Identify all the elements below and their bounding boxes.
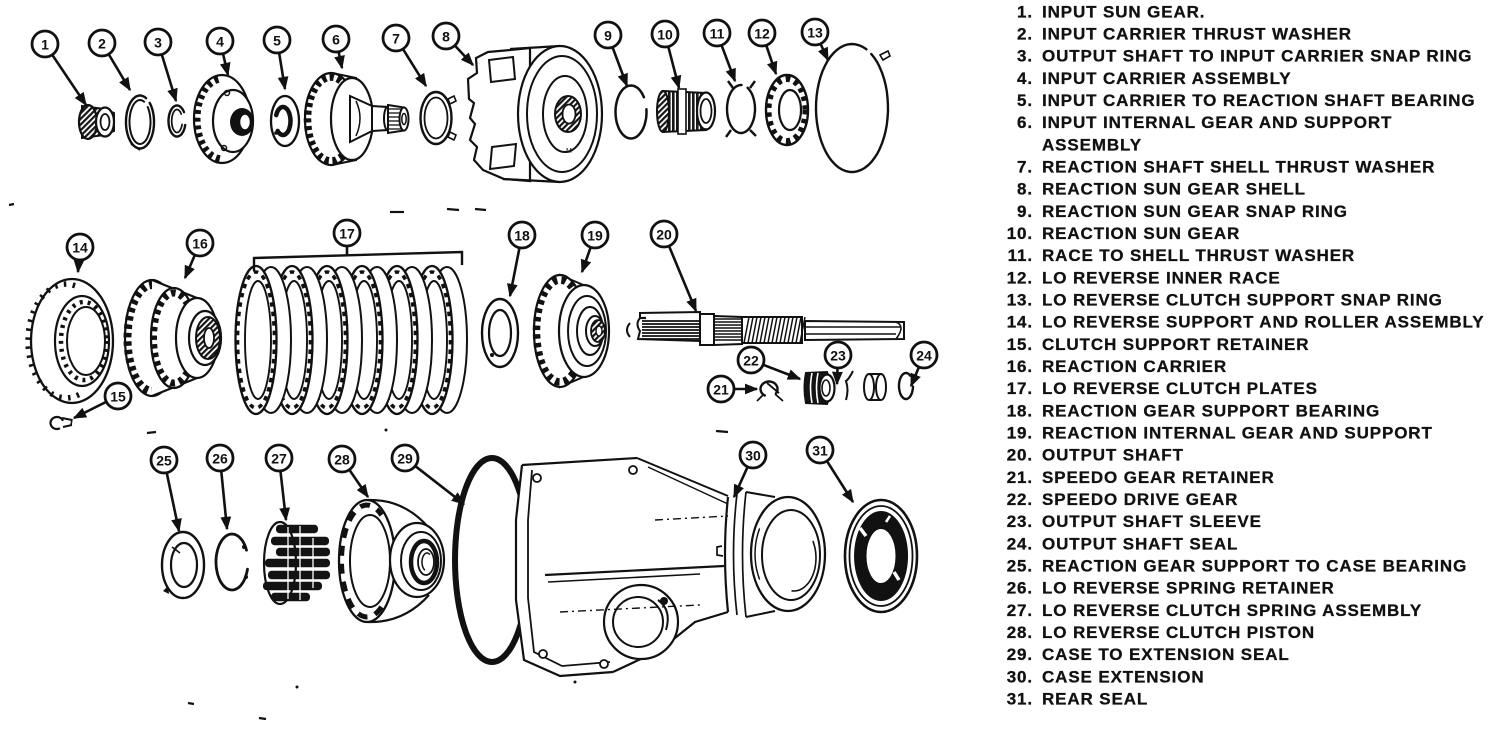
svg-text:2: 2: [98, 36, 106, 52]
svg-text:SPEEDO DRIVE GEAR: SPEEDO DRIVE GEAR: [1042, 490, 1238, 509]
svg-text:28.: 28.: [1007, 623, 1033, 642]
svg-text:18.: 18.: [1007, 401, 1033, 420]
svg-text:LO REVERSE CLUTCH SUPPORT SNAP: LO REVERSE CLUTCH SUPPORT SNAP RING: [1042, 291, 1443, 310]
svg-text:REACTION SHAFT SHELL THRUST WA: REACTION SHAFT SHELL THRUST WASHER: [1042, 158, 1435, 177]
svg-text:14: 14: [72, 240, 88, 256]
svg-text:REACTION SUN GEAR SNAP RING: REACTION SUN GEAR SNAP RING: [1042, 202, 1348, 221]
svg-text:7: 7: [392, 31, 400, 47]
svg-text:16.: 16.: [1007, 357, 1033, 376]
svg-text:INPUT INTERNAL GEAR AND SUPPOR: INPUT INTERNAL GEAR AND SUPPORT: [1042, 113, 1392, 132]
svg-text:REACTION SUN GEAR: REACTION SUN GEAR: [1042, 224, 1240, 243]
svg-text:28: 28: [334, 452, 350, 468]
svg-text:CASE EXTENSION: CASE EXTENSION: [1042, 667, 1205, 686]
svg-text:12: 12: [754, 26, 770, 42]
svg-text:11: 11: [710, 26, 725, 42]
svg-text:12.: 12.: [1007, 268, 1033, 287]
svg-text:5: 5: [273, 33, 281, 49]
svg-text:LO REVERSE CLUTCH PLATES: LO REVERSE CLUTCH PLATES: [1042, 379, 1318, 398]
svg-text:5.: 5.: [1017, 91, 1033, 110]
svg-text:4: 4: [216, 34, 224, 50]
svg-text:30.: 30.: [1007, 667, 1033, 686]
svg-text:29.: 29.: [1007, 645, 1033, 664]
svg-text:4.: 4.: [1017, 69, 1033, 88]
svg-text:REAR SEAL: REAR SEAL: [1042, 690, 1148, 709]
svg-text:REACTION GEAR SUPPORT TO CASE: REACTION GEAR SUPPORT TO CASE BEARING: [1042, 557, 1467, 576]
svg-text:2.: 2.: [1017, 25, 1033, 44]
svg-text:REACTION CARRIER: REACTION CARRIER: [1042, 357, 1227, 376]
svg-text:CASE TO EXTENSION SEAL: CASE TO EXTENSION SEAL: [1042, 645, 1290, 664]
svg-text:OUTPUT SHAFT TO INPUT CARRIER: OUTPUT SHAFT TO INPUT CARRIER SNAP RING: [1042, 47, 1472, 66]
svg-text:1: 1: [41, 37, 49, 53]
svg-text:11.: 11.: [1008, 246, 1033, 265]
svg-text:25: 25: [156, 453, 172, 469]
svg-text:26.: 26.: [1007, 579, 1033, 598]
svg-text:17: 17: [339, 226, 355, 242]
svg-text:25.: 25.: [1007, 557, 1033, 576]
svg-text:8.: 8.: [1017, 180, 1033, 199]
svg-text:SPEEDO GEAR RETAINER: SPEEDO GEAR RETAINER: [1042, 468, 1275, 487]
svg-text:9: 9: [604, 28, 612, 44]
svg-text:13.: 13.: [1007, 291, 1033, 310]
svg-text:24.: 24.: [1007, 534, 1033, 553]
svg-text:6: 6: [332, 32, 340, 48]
svg-text:20: 20: [656, 227, 672, 243]
svg-text:M: M: [566, 148, 572, 155]
svg-text:31: 31: [812, 443, 828, 459]
svg-text:ASSEMBLY: ASSEMBLY: [1042, 135, 1142, 154]
svg-text:INPUT SUN GEAR.: INPUT SUN GEAR.: [1042, 2, 1205, 21]
svg-text:9.: 9.: [1017, 202, 1033, 221]
svg-text:27: 27: [271, 451, 287, 467]
svg-text:3.: 3.: [1017, 47, 1033, 66]
svg-text:24: 24: [916, 348, 932, 364]
svg-text:29: 29: [397, 451, 413, 467]
svg-text:1.: 1.: [1017, 2, 1033, 21]
svg-text:15: 15: [110, 389, 126, 405]
svg-text:RACE TO SHELL THRUST WASHER: RACE TO SHELL THRUST WASHER: [1042, 246, 1355, 265]
svg-text:INPUT CARRIER THRUST WASHER: INPUT CARRIER THRUST WASHER: [1042, 25, 1352, 44]
svg-text:15.: 15.: [1007, 335, 1033, 354]
svg-text:CLUTCH SUPPORT RETAINER: CLUTCH SUPPORT RETAINER: [1042, 335, 1309, 354]
svg-text:REACTION SUN GEAR SHELL: REACTION SUN GEAR SHELL: [1042, 180, 1306, 199]
svg-text:INPUT CARRIER TO REACTION SHAF: INPUT CARRIER TO REACTION SHAFT BEARING: [1042, 91, 1476, 110]
svg-text:10: 10: [657, 27, 673, 43]
svg-text:21.: 21.: [1007, 468, 1033, 487]
svg-text:23.: 23.: [1007, 512, 1033, 531]
svg-text:3: 3: [154, 35, 162, 51]
svg-text:22.: 22.: [1007, 490, 1033, 509]
svg-text:18: 18: [514, 228, 530, 244]
svg-text:19: 19: [587, 228, 603, 244]
svg-text:8: 8: [442, 29, 450, 45]
svg-text:23: 23: [830, 348, 846, 364]
svg-text:16: 16: [192, 236, 208, 252]
svg-text:7.: 7.: [1017, 158, 1033, 177]
svg-text:OUTPUT SHAFT: OUTPUT SHAFT: [1042, 446, 1184, 465]
svg-text:REACTION GEAR SUPPORT BEARING: REACTION GEAR SUPPORT BEARING: [1042, 401, 1380, 420]
svg-text:LO REVERSE CLUTCH PISTON: LO REVERSE CLUTCH PISTON: [1042, 623, 1315, 642]
svg-text:27.: 27.: [1007, 601, 1033, 620]
svg-text:13: 13: [807, 25, 823, 41]
svg-text:31.: 31.: [1007, 690, 1033, 709]
svg-text:LO REVERSE SPRING RETAINER: LO REVERSE SPRING RETAINER: [1042, 579, 1335, 598]
svg-text:26: 26: [212, 451, 228, 467]
svg-text:LO REVERSE SUPPORT AND ROLLER: LO REVERSE SUPPORT AND ROLLER ASSEMBLY: [1042, 313, 1484, 332]
svg-text:INPUT CARRIER ASSEMBLY: INPUT CARRIER ASSEMBLY: [1042, 69, 1292, 88]
svg-text:OUTPUT SHAFT SEAL: OUTPUT SHAFT SEAL: [1042, 534, 1238, 553]
svg-text:21: 21: [713, 382, 729, 398]
svg-text:10.: 10.: [1007, 224, 1033, 243]
svg-text:14.: 14.: [1007, 313, 1033, 332]
svg-text:30: 30: [745, 448, 761, 464]
svg-text:17.: 17.: [1007, 379, 1033, 398]
svg-text:LO REVERSE INNER RACE: LO REVERSE INNER RACE: [1042, 268, 1281, 287]
svg-text:20.: 20.: [1007, 446, 1033, 465]
svg-text:6.: 6.: [1017, 113, 1033, 132]
svg-text:22: 22: [743, 353, 759, 369]
svg-text:OUTPUT SHAFT SLEEVE: OUTPUT SHAFT SLEEVE: [1042, 512, 1262, 531]
svg-text:REACTION INTERNAL GEAR AND SUP: REACTION INTERNAL GEAR AND SUPPORT: [1042, 424, 1433, 443]
svg-text:19.: 19.: [1007, 424, 1033, 443]
svg-text:LO REVERSE CLUTCH SPRING ASSEM: LO REVERSE CLUTCH SPRING ASSEMBLY: [1042, 601, 1422, 620]
